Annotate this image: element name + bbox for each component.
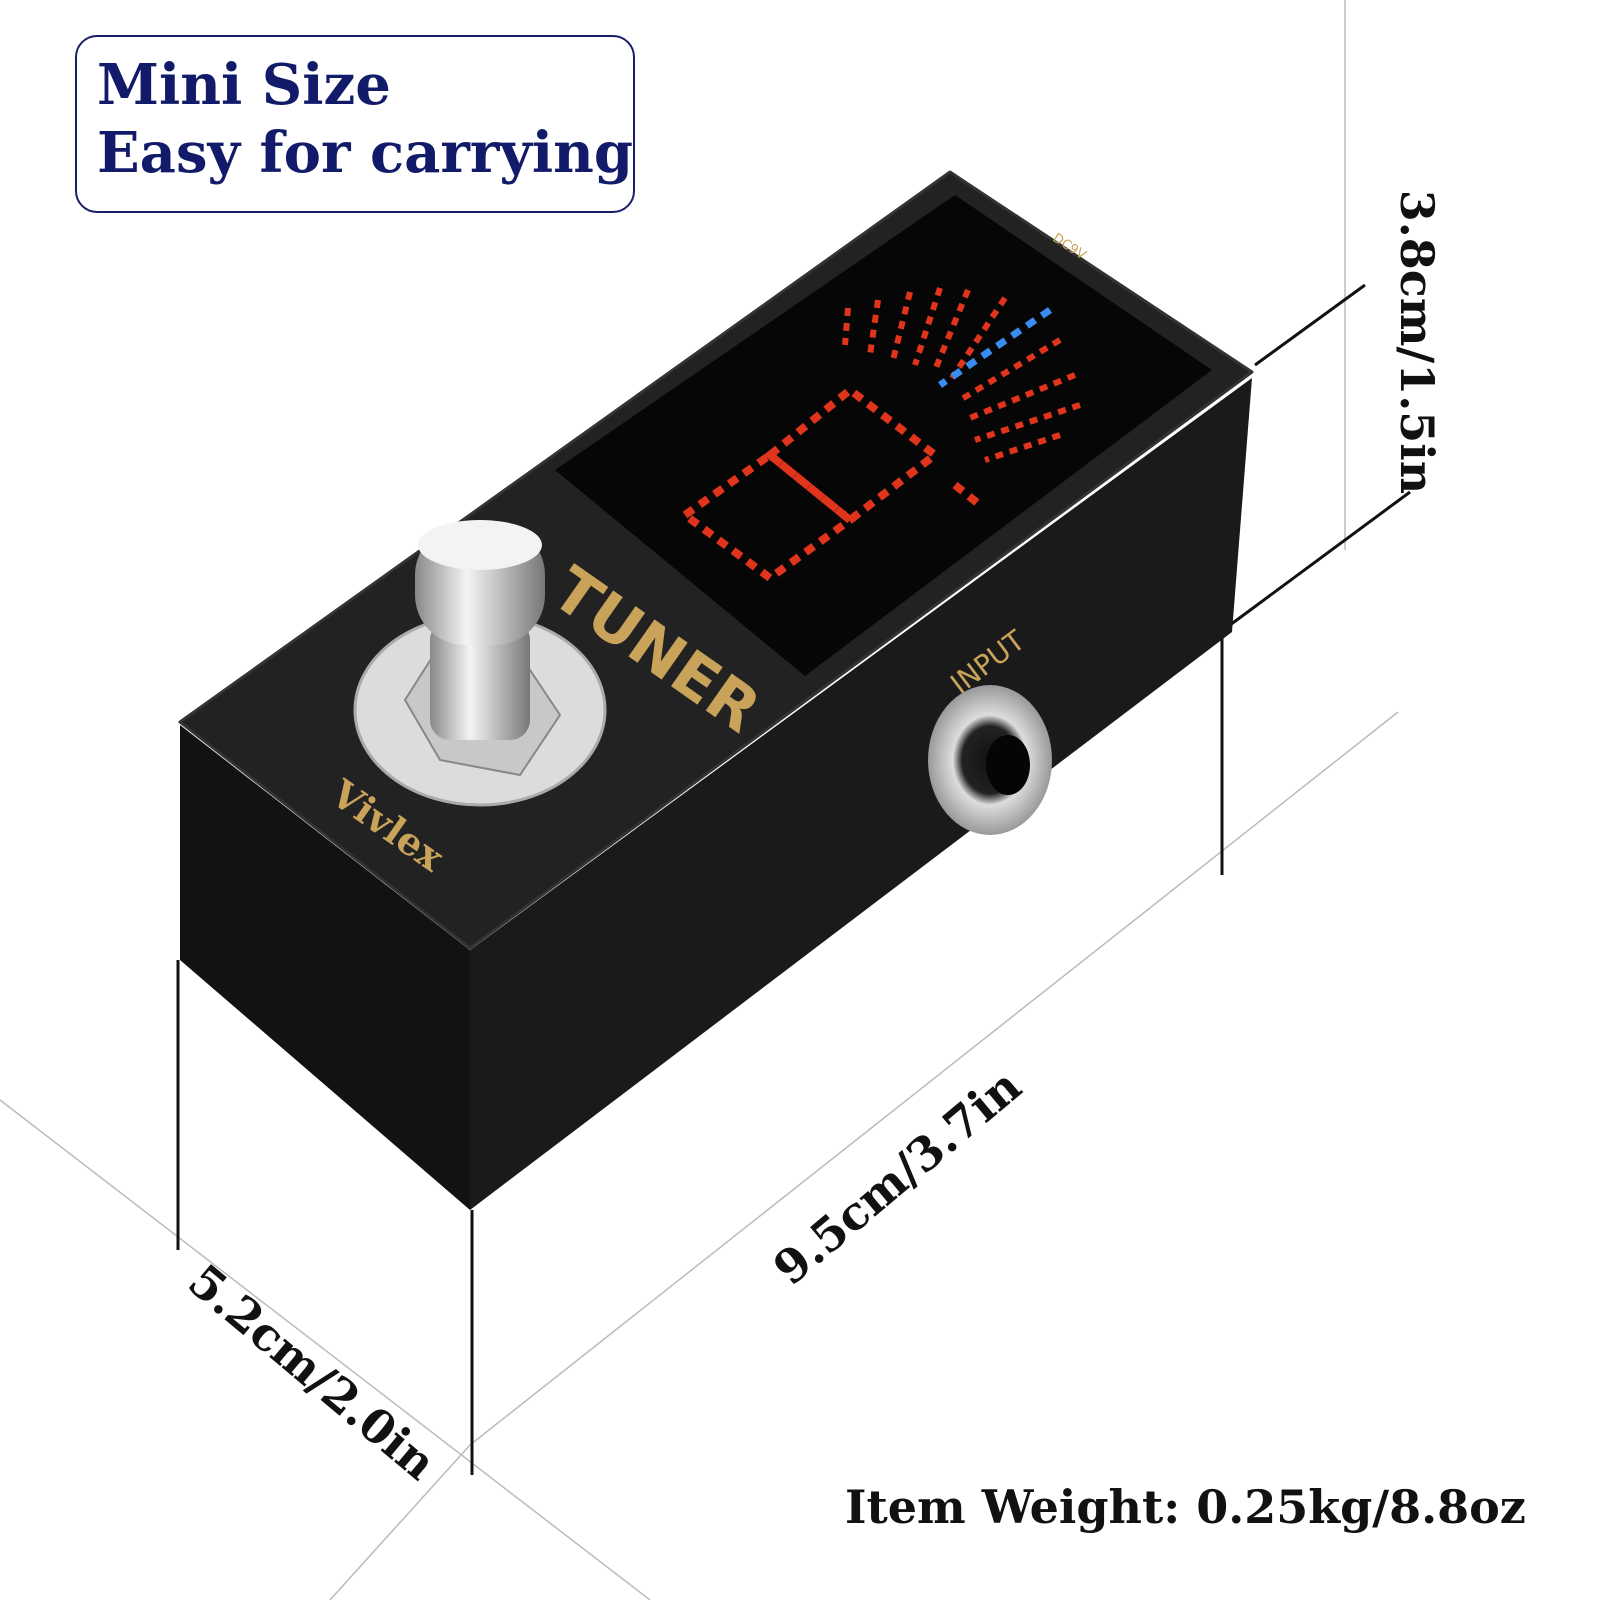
display-note-digit [678,384,983,583]
pedal-left-face [180,725,470,1210]
item-weight: Item Weight: 0.25kg/8.8oz [845,1480,1526,1534]
display-in-tune-leds [938,307,1052,388]
height-dimension: 3.8cm/1.5in [1390,189,1445,495]
footswitch[interactable] [353,520,607,807]
feature-callout: Mini Size Easy for carrying [75,35,635,213]
callout-line-2: Easy for carrying [97,120,634,186]
display-meter-leds [842,287,1081,463]
pedal-right-face [470,378,1252,1210]
input-jack[interactable] [928,685,1052,835]
dimension-lines [176,283,1411,1475]
callout-line-1: Mini Size [97,52,391,118]
guide-lines [0,0,1399,1600]
